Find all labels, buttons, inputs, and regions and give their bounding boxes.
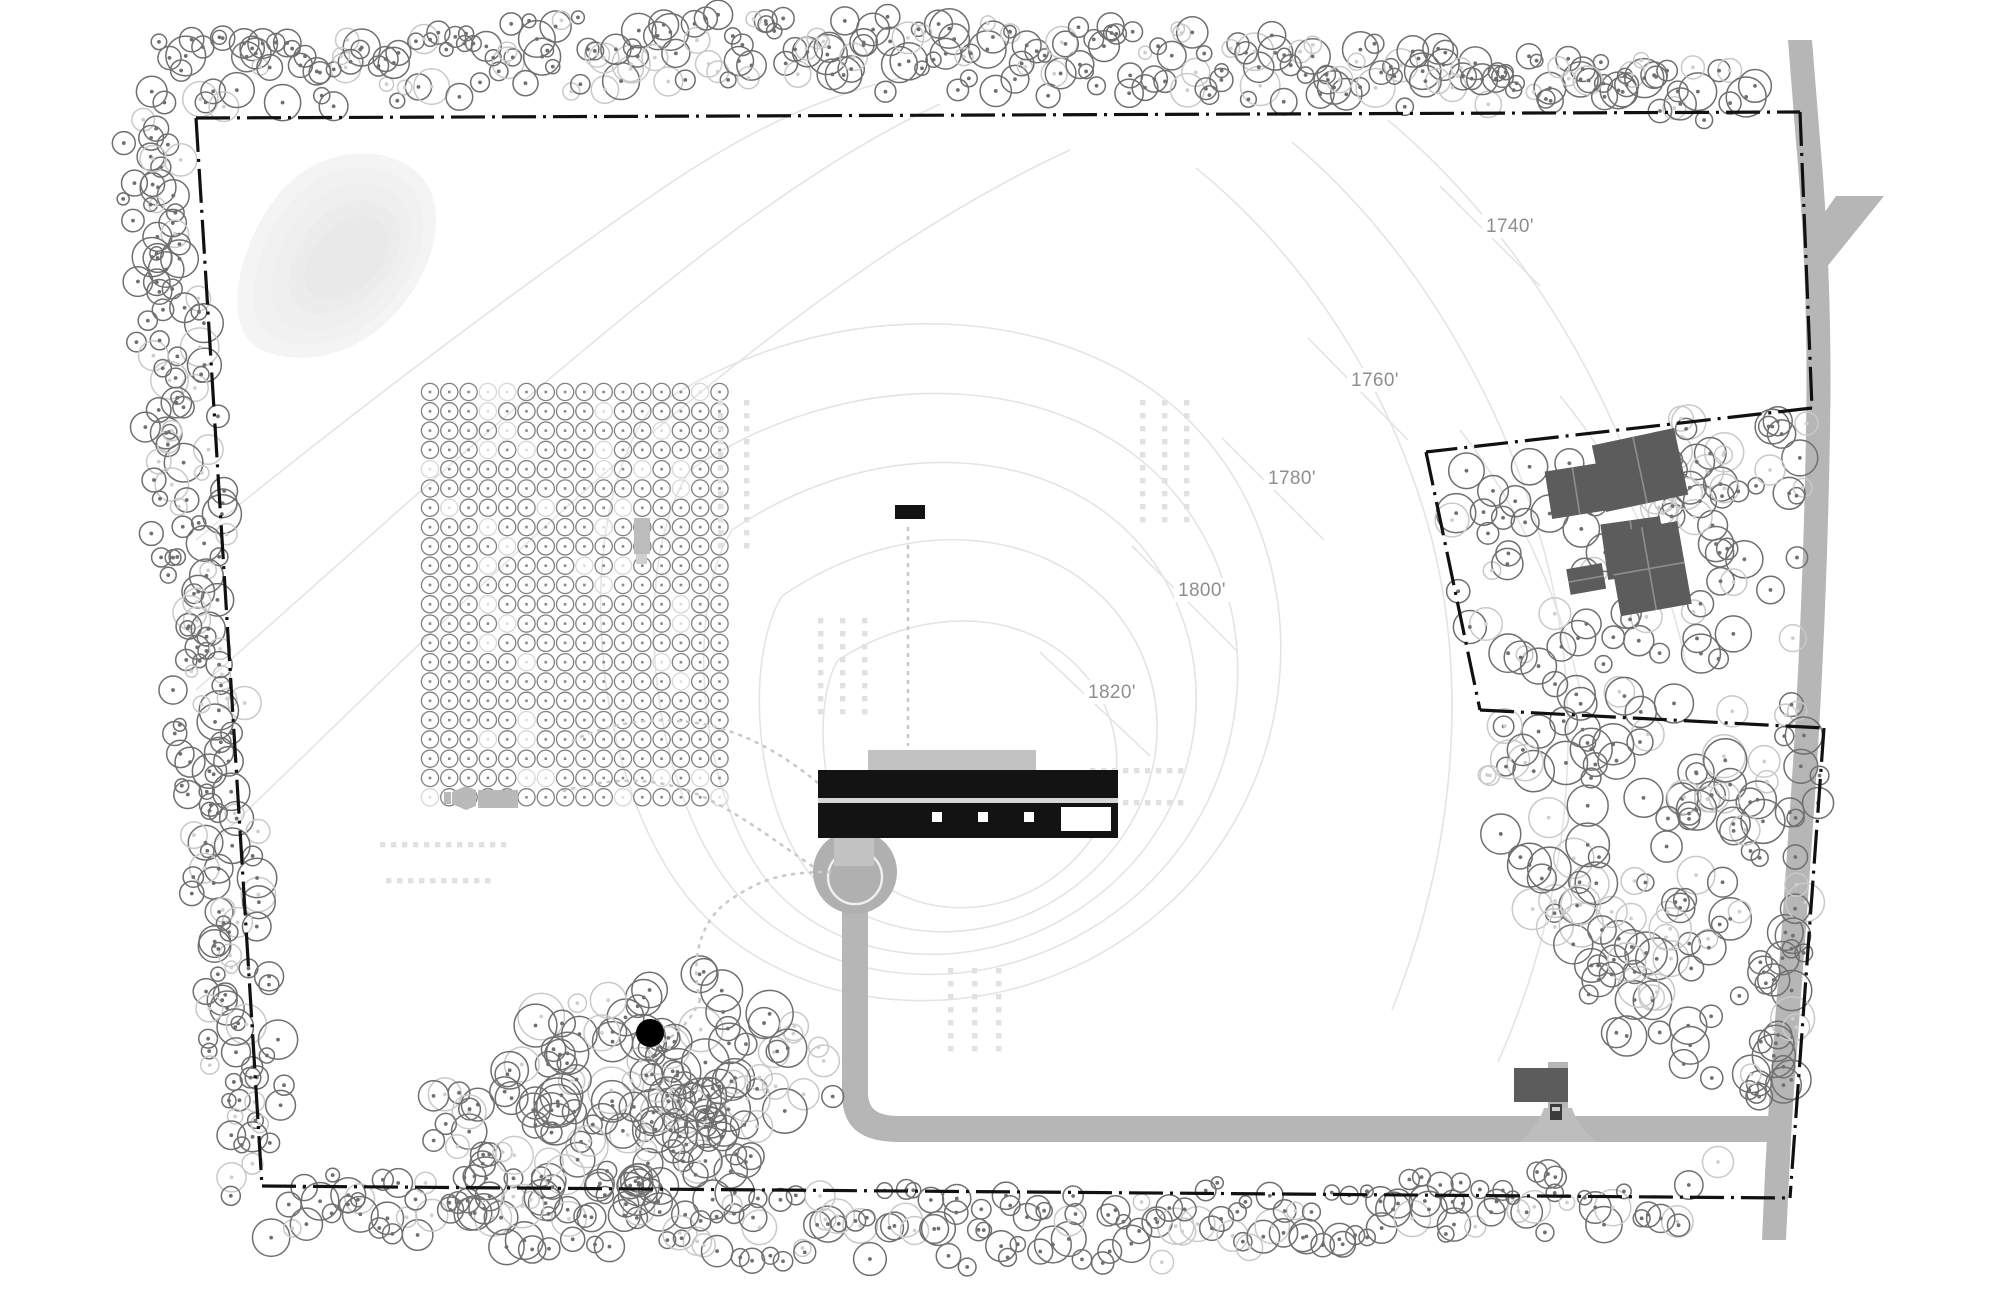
contour-label-1760: 1760' [1351,370,1399,391]
property-line [194,110,1826,1200]
outbuilding-tank [444,792,451,804]
road-fork [1804,196,1884,268]
contour-label-1740: 1740' [1486,216,1534,237]
pond [237,153,436,358]
building-ridge-line [818,798,1118,803]
pavilion [895,505,925,519]
building-court-2 [978,812,988,822]
roads [842,40,1884,1240]
main-building [818,750,1118,866]
existing-structures [1544,428,1692,617]
building-north-wing [868,750,1036,772]
contour-labels: 1740' 1760' 1780' 1800' 1820' [1088,216,1534,703]
building-court-1 [932,812,942,822]
contour-label-1780: 1780' [1268,468,1316,489]
driveway-flare [1520,1108,1596,1142]
orchard-grid [420,382,729,807]
driveway-curve [842,900,900,1142]
crop-rows [380,400,1190,1052]
gate [1550,1104,1562,1120]
driveway [900,1116,1790,1142]
specimen-tree [636,1019,664,1047]
contour-label-halos [1084,214,1544,704]
building-south-wing [834,838,874,866]
outbuilding-tower-base [636,554,647,564]
tree-center-dots [121,12,1822,1269]
tree-canopy [111,0,1835,1277]
outbuilding-silo [452,786,476,810]
outbuilding-tower [634,518,650,554]
building-terrace [1059,805,1113,833]
dotted-paths [558,526,910,1048]
contour-label-1820: 1820' [1088,682,1136,703]
gate-detail [1552,1107,1560,1111]
building-court-3 [1024,812,1034,822]
gatehouse [1514,1068,1568,1120]
outbuildings [444,518,650,810]
contour-label-1800: 1800' [1178,580,1226,601]
main-road [1762,40,1831,1240]
gatehouse-building [1514,1068,1568,1102]
outbuilding-shed [478,790,518,808]
